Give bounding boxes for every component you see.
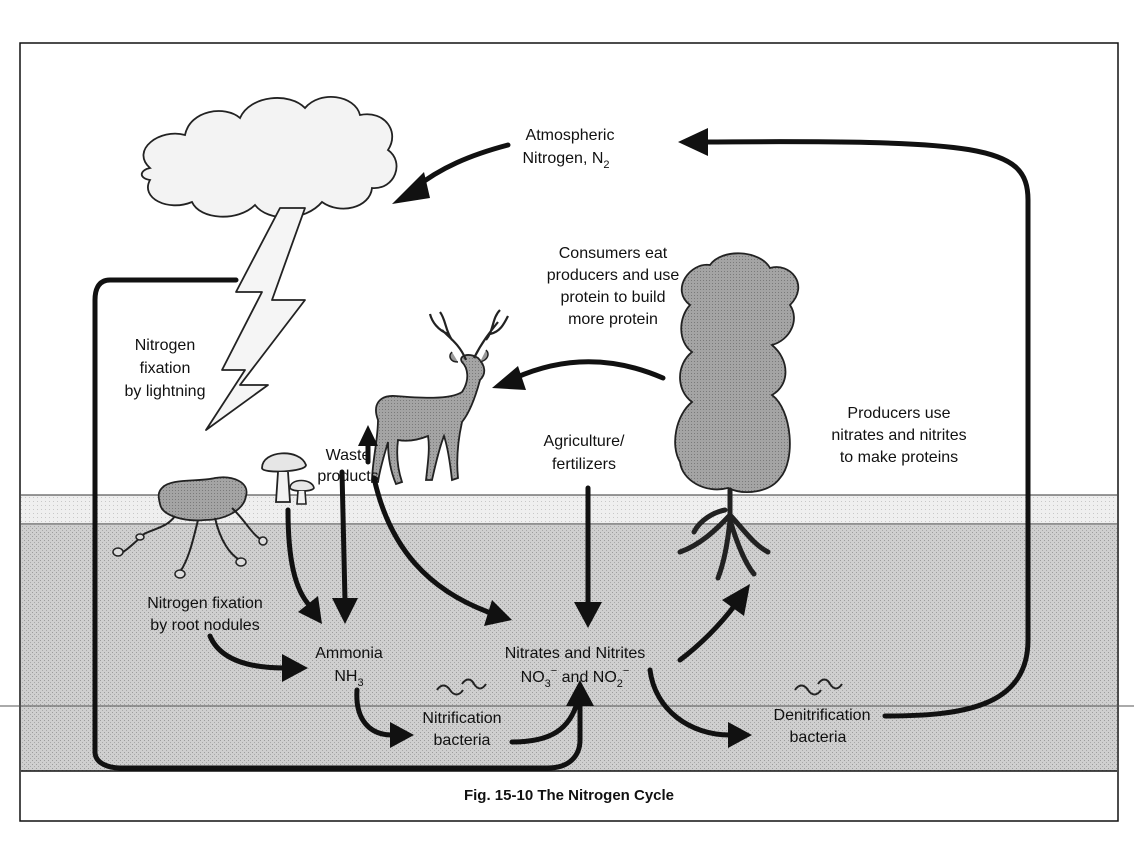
- label-waste-line2: products: [317, 468, 378, 485]
- label-nitrates-line1: Nitrates and Nitrites: [505, 645, 646, 662]
- deer-icon: [371, 309, 509, 486]
- label-producers-line2: nitrates and nitrites: [831, 427, 966, 444]
- tree-icon: [674, 252, 800, 581]
- cycle-arrows: [92, 128, 1031, 771]
- figure-caption: Fig. 15-10 The Nitrogen Cycle: [464, 787, 674, 804]
- cloud-icon: [140, 96, 398, 219]
- label-lightning-line1: Nitrogen: [135, 337, 195, 354]
- label-atmospheric-line1: Atmospheric: [526, 127, 615, 144]
- label-no3-sup: −: [551, 665, 557, 677]
- label-no2-sup: −: [623, 665, 629, 677]
- label-producers-line3: to make proteins: [840, 449, 958, 466]
- label-consumers-line3: protein to build: [561, 289, 666, 306]
- label-ammonia-formula: NH3: [334, 668, 363, 689]
- label-nitrification-line1: Nitrification: [422, 710, 501, 727]
- label-lightning-line3: by lightning: [125, 383, 206, 400]
- label-no3-sub: 3: [545, 678, 551, 690]
- label-waste-line1: Waste: [326, 447, 371, 464]
- label-ammonia-sub: 3: [357, 677, 363, 689]
- label-consumers-line1: Consumers eat: [559, 245, 668, 262]
- label-atmospheric-line2: Nitrogen, N2: [522, 150, 609, 171]
- root-nodule-plant-icon: [112, 476, 268, 579]
- label-lightning-line2: fixation: [140, 360, 191, 377]
- label-ammonia: Ammonia: [315, 645, 383, 662]
- label-nitrification-line2: bacteria: [434, 732, 491, 749]
- mushroom-icon: [261, 452, 315, 505]
- label-agriculture-line2: fertilizers: [552, 456, 616, 473]
- label-no2-sub: 2: [617, 678, 623, 690]
- label-denitrification-line1: Denitrification: [774, 707, 871, 724]
- worm-icon: [436, 678, 487, 696]
- label-root-line1: Nitrogen fixation: [147, 595, 263, 612]
- label-agriculture-line1: Agriculture/: [544, 433, 625, 450]
- label-consumers-line4: more protein: [568, 311, 658, 328]
- label-atmospheric-sub: 2: [603, 159, 609, 171]
- soil-layer: [21, 525, 1117, 771]
- label-denitrification-line2: bacteria: [790, 729, 847, 746]
- label-root-line2: by root nodules: [150, 617, 259, 634]
- label-producers-line1: Producers use: [847, 405, 950, 422]
- worm-icon: [794, 678, 843, 696]
- lightning-bolt-icon: [205, 207, 306, 431]
- label-nitrates-formula: NO3− and NO2−: [521, 665, 630, 690]
- label-consumers-line2: producers and use: [547, 267, 680, 284]
- diagram-labels: Atmospheric Nitrogen, N2 Consumers eat p…: [125, 127, 967, 804]
- label-and-no2: and NO: [557, 669, 617, 686]
